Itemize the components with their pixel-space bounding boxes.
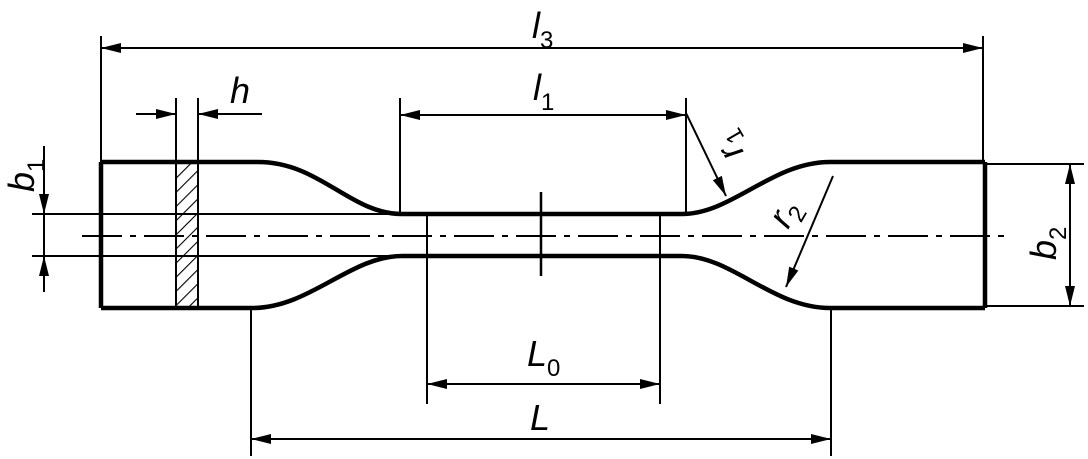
label-r2: r2 bbox=[759, 192, 812, 237]
label-L0: L0 bbox=[527, 333, 560, 382]
dimension-lines bbox=[39, 43, 1075, 444]
dim-r1-leader bbox=[685, 112, 727, 197]
label-r1: r1 bbox=[703, 123, 756, 168]
specimen-bottom-edge bbox=[101, 253, 985, 311]
label-h: h bbox=[230, 70, 250, 111]
label-L: L bbox=[530, 397, 550, 438]
specimen-top-edge bbox=[101, 159, 985, 217]
label-l1: l1 bbox=[533, 67, 554, 116]
extension-lines bbox=[32, 36, 1084, 456]
label-b1: b1 bbox=[1, 159, 50, 192]
dim-r2-leader bbox=[785, 175, 834, 288]
label-l3: l3 bbox=[532, 5, 553, 54]
cross-section-hatch bbox=[176, 164, 198, 306]
label-b2: b2 bbox=[1023, 227, 1072, 260]
